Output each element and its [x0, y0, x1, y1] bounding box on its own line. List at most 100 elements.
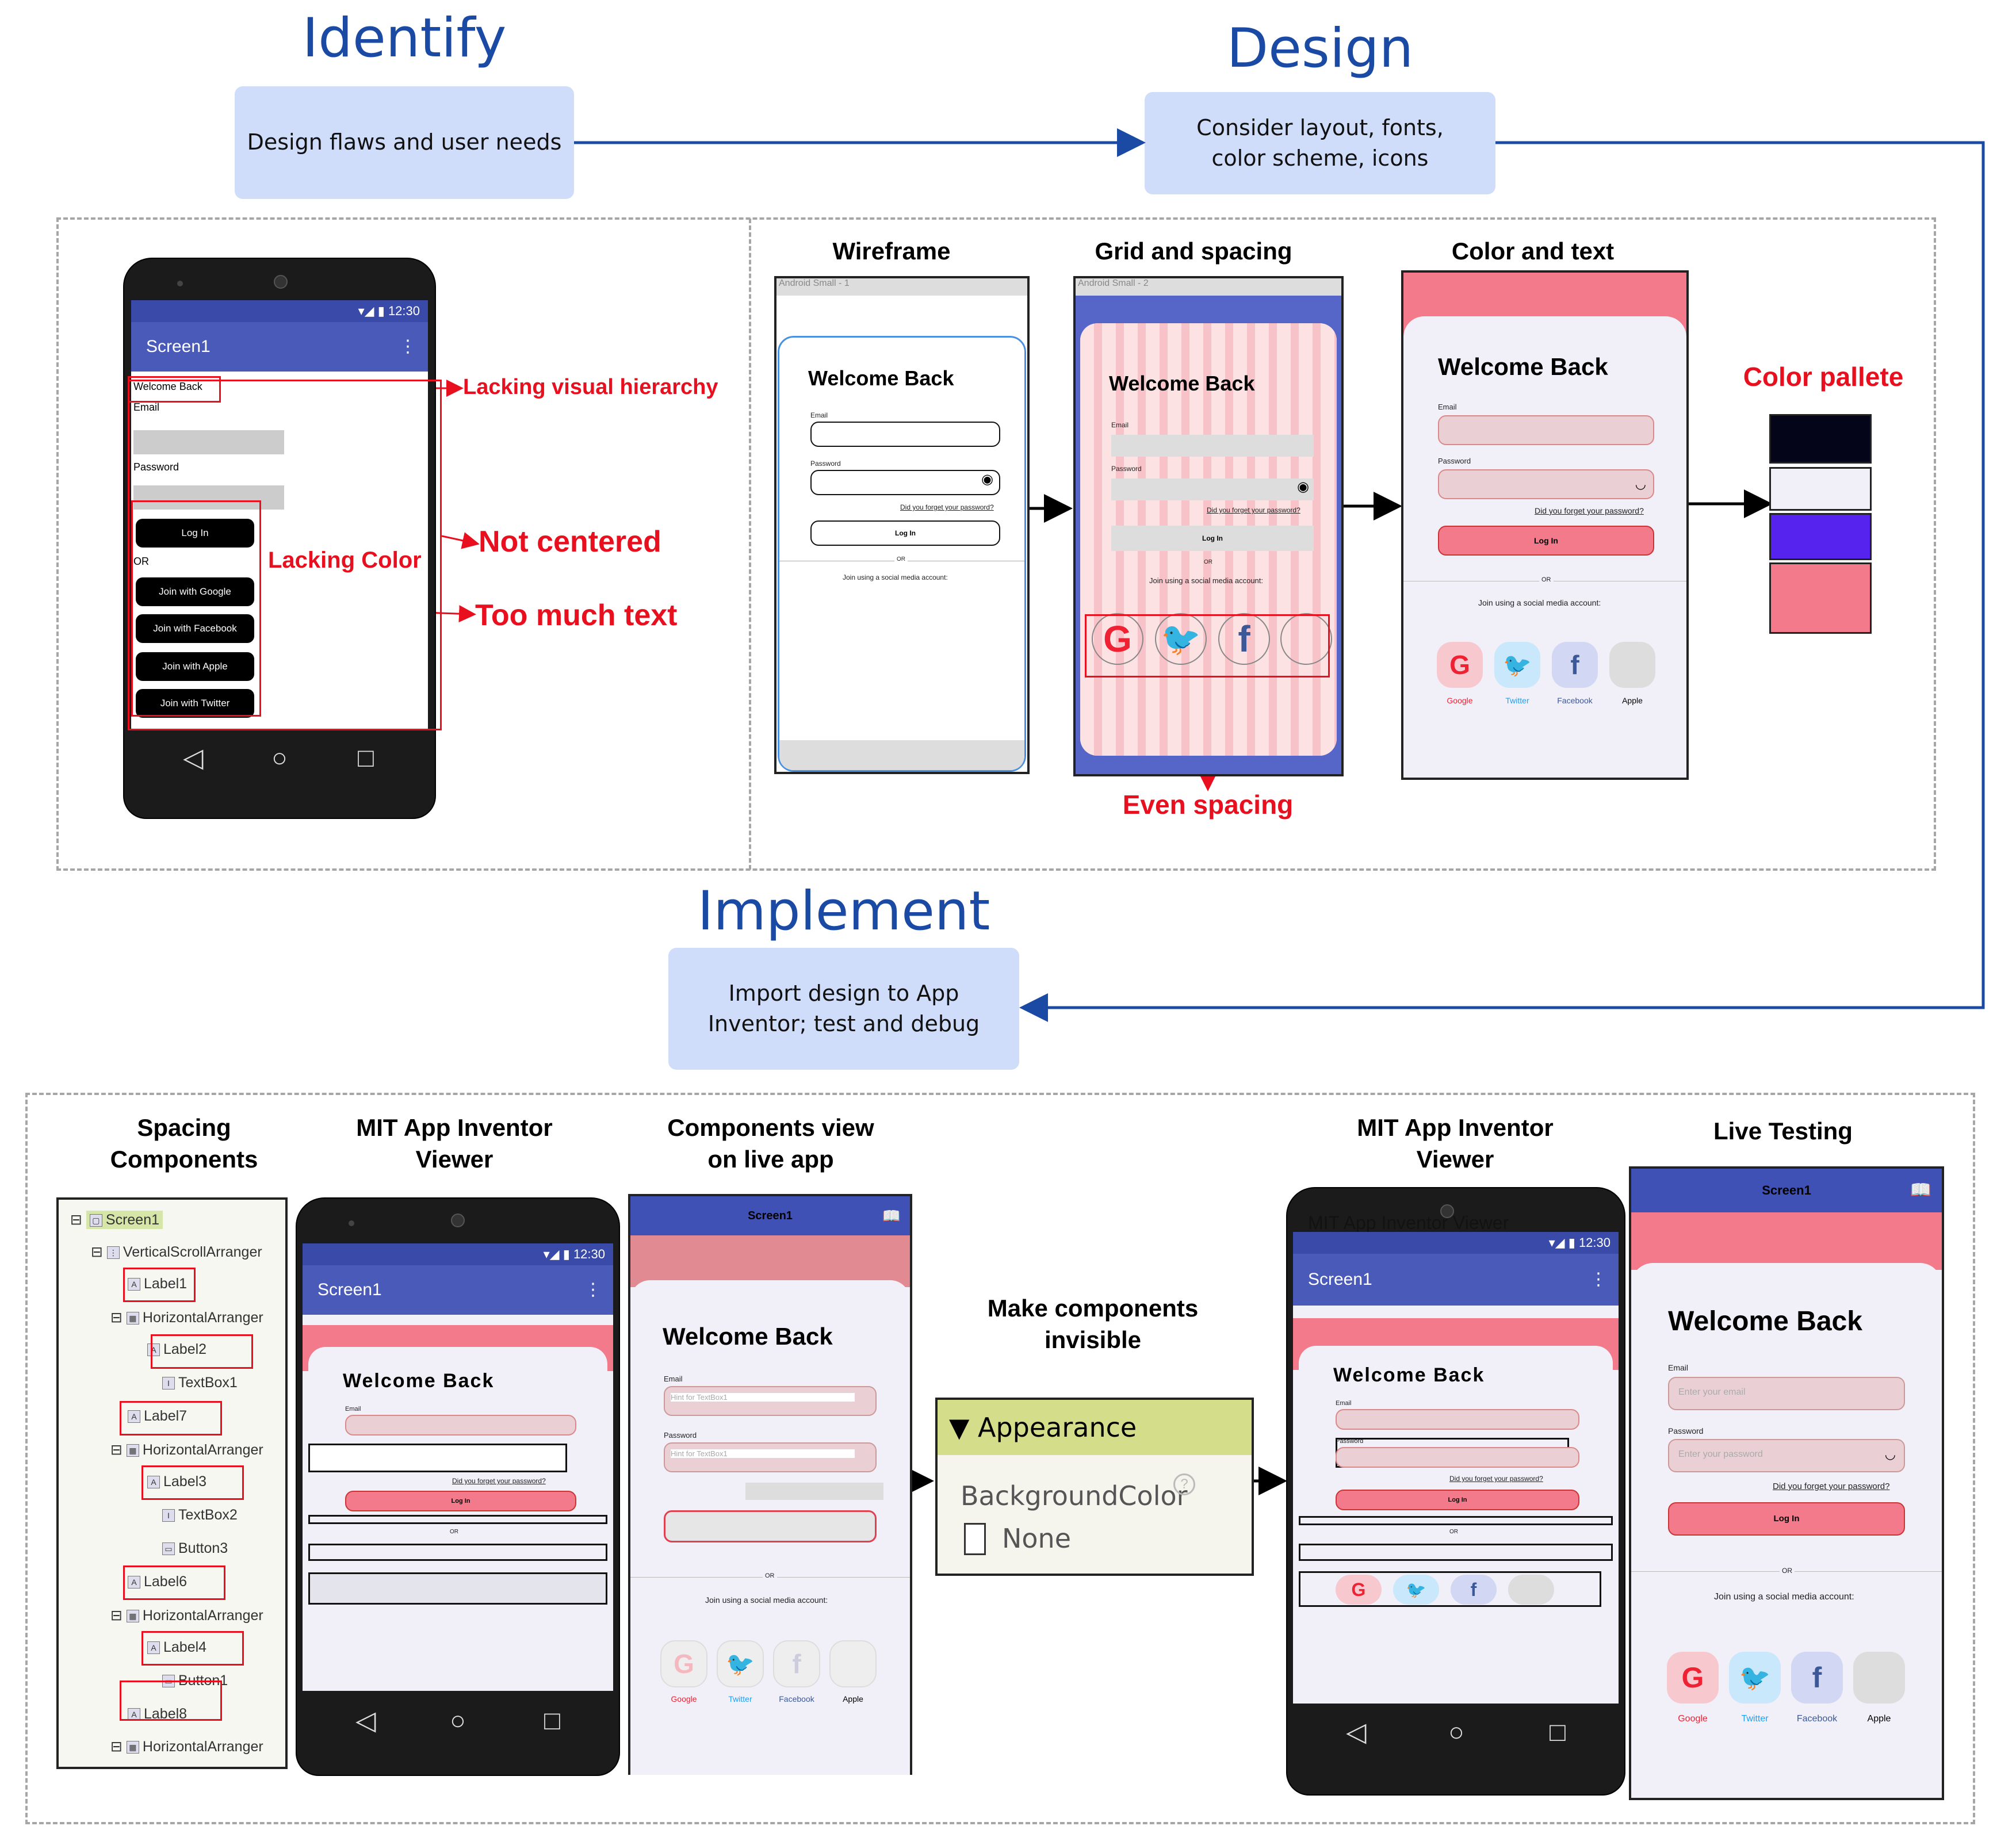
wf-or: OR	[894, 556, 908, 562]
live-twitter-icon[interactable]: 🐦	[1729, 1652, 1781, 1704]
live-login-button[interactable]: Log In	[1668, 1502, 1905, 1536]
tree-item-10[interactable]: ▭Button3	[162, 1540, 228, 1557]
wf-password-input[interactable]: ◉	[810, 470, 1000, 495]
live-password-input[interactable]: Enter your password◡	[1668, 1439, 1905, 1472]
ct-twitter-icon[interactable]: 🐦	[1494, 642, 1540, 688]
grid-email-input[interactable]	[1111, 435, 1314, 457]
ct-forgot[interactable]: Did you forget your password?	[1535, 506, 1644, 515]
comp-facebook-icon[interactable]: f	[773, 1640, 820, 1687]
viewer2-home-icon[interactable]: ○	[1448, 1717, 1464, 1747]
viewer-overflow-icon[interactable]: ⋮	[584, 1280, 602, 1299]
viewer2-forgot[interactable]: Did you forget your password?	[1449, 1475, 1543, 1483]
grid-login-button[interactable]: Log In	[1111, 526, 1314, 551]
implement-title: Implement	[697, 880, 990, 943]
viewer2-welcome: Welcome Back	[1333, 1364, 1485, 1386]
viewer2-login-button[interactable]: Log In	[1336, 1490, 1579, 1510]
email-input[interactable]	[133, 430, 284, 454]
live-forgot[interactable]: Did you forget your password?	[1773, 1482, 1890, 1491]
tree-item-0[interactable]: ⊟ ▢Screen1	[70, 1211, 163, 1229]
viewer-back-icon[interactable]: ◁	[355, 1705, 376, 1735]
login-button[interactable]: Log In	[136, 519, 254, 548]
back-nav-icon[interactable]: ◁	[183, 742, 204, 772]
password-input[interactable]	[133, 485, 284, 510]
ct-password-label: Password	[1438, 457, 1471, 465]
ct-apple-icon[interactable]	[1609, 642, 1655, 688]
home-nav-icon[interactable]: ○	[271, 742, 288, 772]
live-email-input[interactable]: Enter your email	[1668, 1377, 1905, 1410]
tree-item-12[interactable]: ⊟ ▦HorizontalArranger	[110, 1607, 263, 1624]
viewer2-recents-icon[interactable]: □	[1550, 1717, 1566, 1747]
tree-item-16[interactable]: ⊟ ▦HorizontalArranger	[110, 1739, 263, 1755]
ct-password-input[interactable]: ◡	[1438, 469, 1654, 499]
live-apple-icon[interactable]	[1853, 1652, 1905, 1704]
grid-eye-off-icon[interactable]: ◉	[1297, 479, 1309, 495]
tree-item-1[interactable]: ⊟ ⋮VerticalScrollArranger	[91, 1244, 262, 1260]
viewer-card: Welcome Back Email Did you forget your p…	[308, 1347, 607, 1691]
live-eye-off-icon[interactable]: ◡	[1884, 1447, 1896, 1461]
viewer2-overflow-icon[interactable]: ⋮	[1590, 1270, 1607, 1289]
live-or: OR	[1780, 1567, 1795, 1575]
comp-password-input[interactable]: Hint for TextBox1	[664, 1442, 877, 1472]
wf-login-label: Log In	[895, 529, 916, 537]
viewer2-email-input[interactable]	[1336, 1409, 1579, 1430]
join-apple-button[interactable]: Join with Apple	[136, 652, 254, 681]
comp-login-button[interactable]	[664, 1510, 877, 1542]
wf-login-button[interactable]: Log In	[810, 520, 1000, 546]
viewer2-facebook-icon[interactable]: f	[1451, 1575, 1497, 1605]
components-book-icon[interactable]: 📖	[882, 1207, 901, 1224]
tree-item-3[interactable]: ⊟ ▦HorizontalArranger	[110, 1310, 263, 1326]
viewer2-password-input[interactable]	[1336, 1447, 1579, 1468]
join-google-button[interactable]: Join with Google	[136, 577, 254, 606]
comp-apple-icon[interactable]	[829, 1640, 877, 1687]
status-time: 12:30	[388, 304, 420, 318]
comp-twitter-icon[interactable]: 🐦	[717, 1640, 764, 1687]
viewer-home-icon[interactable]: ○	[450, 1705, 466, 1735]
live-facebook-icon[interactable]: f	[1791, 1652, 1843, 1704]
wf-email-input[interactable]	[810, 422, 1000, 447]
bgcolor-value[interactable]: None	[1002, 1523, 1072, 1554]
comp-email-input[interactable]: Hint for TextBox1	[664, 1386, 877, 1416]
recents-nav-icon[interactable]: □	[358, 742, 374, 772]
join-facebook-button[interactable]: Join with Facebook	[136, 614, 254, 643]
viewer2-twitter-icon[interactable]: 🐦	[1393, 1575, 1439, 1605]
eye-off-icon[interactable]: ◉	[981, 472, 993, 487]
viewer-email-input[interactable]	[345, 1415, 576, 1436]
comp-password-label: Password	[664, 1431, 697, 1440]
ct-facebook-icon[interactable]: f	[1552, 642, 1598, 688]
ct-google-icon[interactable]: G	[1437, 642, 1483, 688]
viewer-recents-icon[interactable]: □	[544, 1705, 560, 1735]
viewer2-back-icon[interactable]: ◁	[1346, 1717, 1367, 1747]
join-facebook-label: Join with Facebook	[153, 623, 237, 634]
wf-forgot[interactable]: Did you forget your password?	[900, 503, 994, 511]
viewer-forgot[interactable]: Did you forget your password?	[452, 1477, 546, 1485]
wf-password-label: Password	[810, 460, 841, 468]
comp-hint-2: Hint for TextBox1	[671, 1449, 855, 1458]
grid-frame: Android Small - 2 Welcome Back Email Pas…	[1073, 276, 1344, 776]
live-book-icon[interactable]: 📖	[1910, 1181, 1931, 1200]
join-twitter-button[interactable]: Join with Twitter	[136, 689, 254, 718]
overflow-menu-icon[interactable]: ⋮	[399, 337, 416, 356]
ct-login-button[interactable]: Log In	[1438, 526, 1654, 556]
comp-google-icon[interactable]: G	[660, 1640, 707, 1687]
ct-email-input[interactable]	[1438, 415, 1654, 445]
grid-forgot[interactable]: Did you forget your password?	[1207, 506, 1300, 514]
ct-eye-off-icon[interactable]: ◡	[1635, 477, 1646, 491]
live-google-icon[interactable]: G	[1667, 1652, 1719, 1704]
tree-item-7[interactable]: ⊟ ▦HorizontalArranger	[110, 1442, 263, 1458]
grid-password-input[interactable]: ◉	[1111, 479, 1314, 500]
help-icon[interactable]: ?	[1173, 1473, 1195, 1495]
viewer2-google-icon[interactable]: G	[1336, 1575, 1382, 1605]
color-swatch-none[interactable]	[964, 1523, 986, 1555]
viewer-login-button[interactable]: Log In	[345, 1491, 576, 1511]
grid-apple-icon	[1280, 613, 1332, 665]
appearance-header[interactable]: ▼ Appearance	[938, 1400, 1252, 1455]
viewer2-apple-icon[interactable]	[1508, 1575, 1554, 1605]
